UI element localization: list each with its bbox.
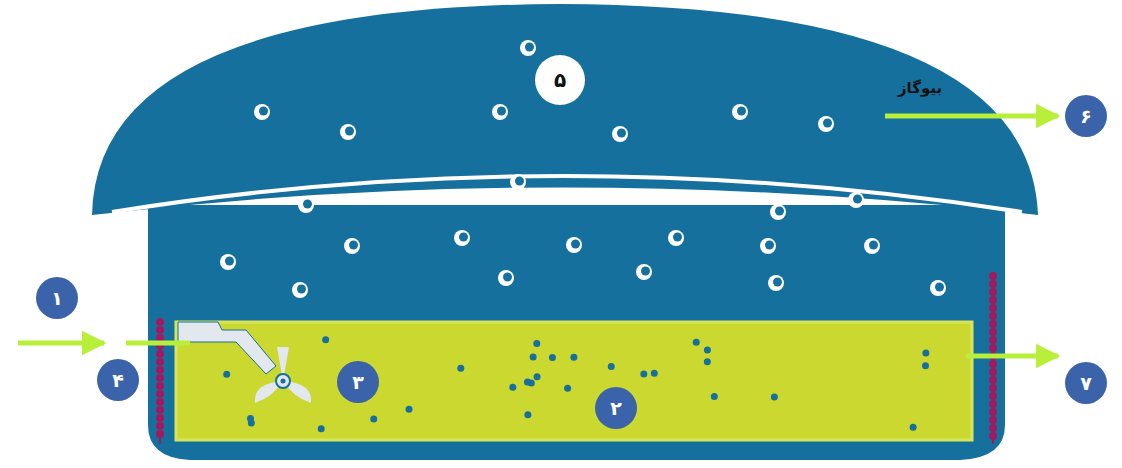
mixer (255, 347, 311, 403)
inlet-arrow (18, 341, 104, 346)
callout-circle (1065, 362, 1107, 404)
dome-rim (112, 176, 1022, 212)
callout-circle (97, 359, 139, 401)
digester-body (148, 205, 1005, 460)
inlet-line (126, 341, 190, 346)
gas-bubbles (220, 40, 946, 298)
callout-circle (36, 277, 78, 319)
callout-circle (337, 361, 379, 403)
callout-circle (1065, 95, 1107, 137)
callout-circle (535, 55, 585, 105)
slurry-particles (223, 336, 929, 432)
callout-number: ۲ (610, 399, 622, 418)
callout-number: ۶ (1080, 107, 1092, 126)
callout-number: ۵ (554, 70, 566, 90)
wall-chains (156, 272, 997, 444)
part-label: بیوگاز (898, 81, 942, 96)
callout-number: ۳ (352, 373, 364, 392)
callout-number: ۴ (112, 371, 124, 390)
callout-number: ۷ (1080, 374, 1092, 393)
callout-number: ۱ (51, 289, 63, 308)
slurry (176, 322, 972, 440)
callout-circle (595, 387, 637, 429)
inlet-pipe (178, 322, 276, 374)
outlet-arrow (966, 354, 1058, 359)
biogas-arrow (885, 114, 1058, 119)
gas-dome (92, 4, 1038, 215)
